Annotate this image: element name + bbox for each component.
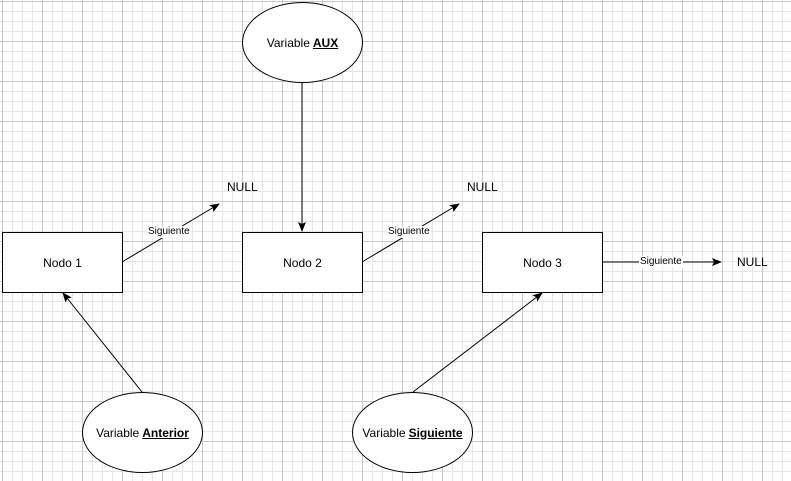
edge-label-nodo1-siguiente: Siguiente: [147, 226, 191, 238]
null-label-nodo3: NULL: [737, 255, 768, 269]
node-3[interactable]: Nodo 3: [482, 232, 603, 293]
node-1[interactable]: Nodo 1: [2, 232, 123, 293]
variable-aux-prefix: Variable: [266, 35, 310, 50]
variable-anterior-ellipse[interactable]: Variable Anterior: [82, 392, 203, 473]
edge-label-nodo3-siguiente: Siguiente: [639, 256, 683, 268]
variable-aux-name: AUX: [312, 35, 339, 50]
node-1-label: Nodo 1: [43, 255, 82, 270]
variable-aux-ellipse[interactable]: Variable AUX: [242, 2, 363, 83]
variable-anterior-name: Anterior: [142, 425, 189, 440]
variable-siguiente-prefix: Variable: [362, 425, 406, 440]
node-2-label: Nodo 2: [283, 255, 322, 270]
null-label-nodo1: NULL: [227, 180, 258, 194]
edge-label-nodo2-siguiente: Siguiente: [387, 226, 431, 238]
node-3-label: Nodo 3: [523, 255, 562, 270]
variable-anterior-prefix: Variable: [96, 425, 140, 440]
variable-siguiente-name: Siguiente: [408, 425, 463, 440]
edge-anterior-nodo1: [62, 292, 143, 393]
variable-siguiente-ellipse[interactable]: Variable Siguiente: [352, 392, 473, 473]
null-label-nodo2: NULL: [467, 180, 498, 194]
edge-siguiente-nodo3: [412, 292, 543, 393]
node-2[interactable]: Nodo 2: [242, 232, 363, 293]
